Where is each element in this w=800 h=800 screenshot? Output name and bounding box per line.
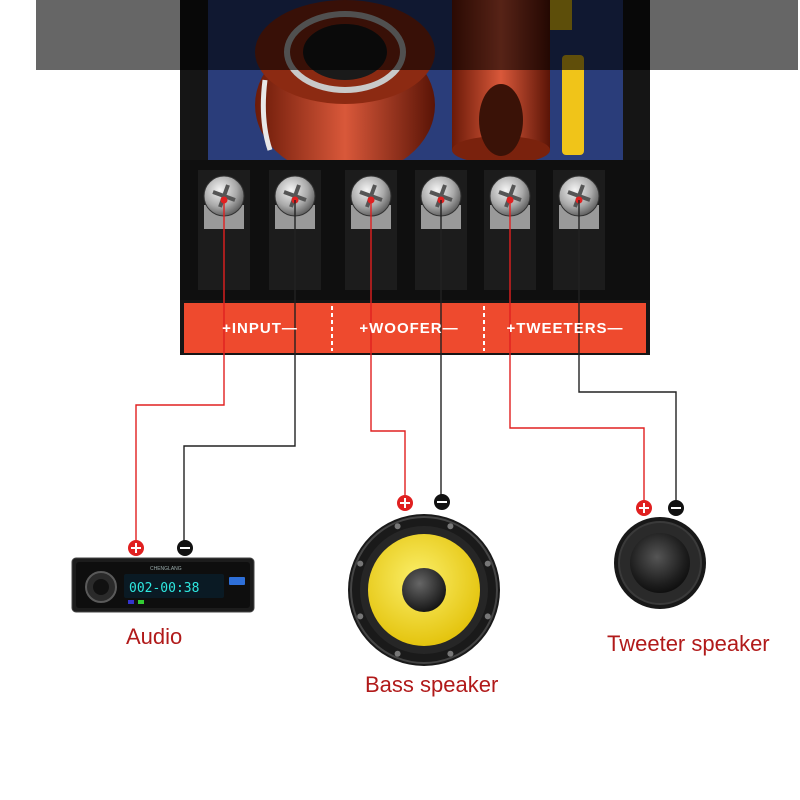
plus-icon: [128, 540, 144, 556]
wire-input-negative: [183, 200, 296, 545]
tweeter-dome: [630, 533, 690, 593]
polarity-markers: [128, 494, 684, 556]
band-label-tweeters: +TWEETERS—: [506, 320, 624, 337]
capacitor-2: [562, 55, 584, 155]
dust-cap: [402, 568, 446, 612]
wire-input-positive: [135, 200, 225, 545]
speaker-bolt: [394, 523, 401, 530]
speaker-bolt: [484, 560, 491, 567]
minus-icon: [668, 500, 684, 516]
stereo-display: [124, 574, 224, 598]
screw-slot: [283, 184, 307, 208]
audio-caption: Audio: [126, 624, 183, 649]
speaker-bolt: [394, 650, 401, 657]
top-overlay: [36, 0, 798, 70]
screw-slot: [429, 184, 453, 208]
minus-icon: [434, 494, 450, 510]
minus-icon: [177, 540, 193, 556]
speaker-bolt: [357, 613, 364, 620]
stereo-display-text: 002-00:38: [129, 581, 199, 596]
tweeter-caption: Tweeter speaker: [607, 631, 770, 656]
tweeter: [614, 517, 706, 609]
screw-slot: [498, 184, 522, 208]
speaker-bolt: [357, 560, 364, 567]
wires: [135, 200, 677, 545]
bass-caption: Bass speaker: [365, 672, 499, 697]
screw-slot: [212, 184, 236, 208]
wire-tweeter-positive: [509, 200, 645, 505]
speaker-bolt: [447, 650, 454, 657]
screw-slot: [359, 184, 383, 208]
speaker-bolts: [357, 523, 491, 657]
screw-slot: [567, 184, 591, 208]
band-label-woofer: +WOOFER—: [359, 320, 459, 337]
stereo-brand: CHENGLANG: [150, 566, 182, 572]
audio-head-unit: 002-00:38 CHENGLANG: [71, 557, 255, 613]
wire-tweeter-negative: [578, 200, 677, 505]
plus-icon: [397, 495, 413, 511]
speaker-bolt: [484, 613, 491, 620]
usb-port: [229, 577, 245, 585]
label-band: [184, 303, 646, 353]
bass-speaker: [348, 514, 500, 666]
wire-woofer-positive: [370, 200, 406, 500]
band-label-input: +INPUT—: [222, 320, 298, 337]
speaker-bolt: [447, 523, 454, 530]
plus-icon: [636, 500, 652, 516]
